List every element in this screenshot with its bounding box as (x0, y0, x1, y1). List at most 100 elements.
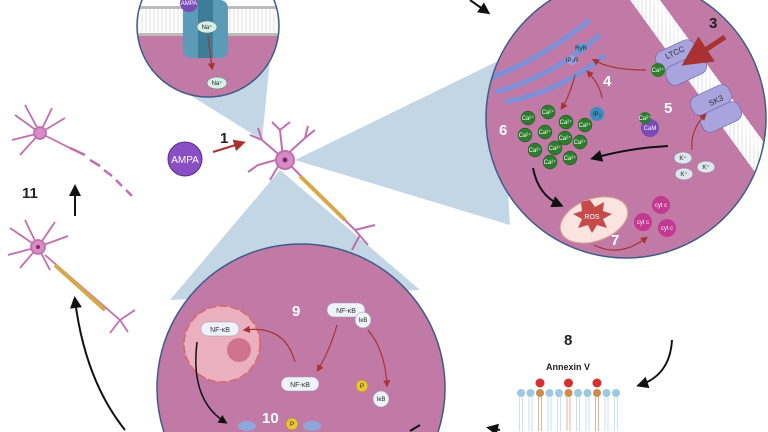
calcium-ion (517, 127, 533, 143)
calcium-ion (562, 150, 578, 166)
phospholipid-head (593, 389, 601, 397)
potassium-ions: K⁺ K⁺ K⁺ (673, 151, 716, 181)
calcium-label: Ca²⁺ (559, 135, 572, 142)
ampa-receptor-zoom: AMPA Na⁺ Na⁺ (137, 0, 279, 97)
ltcc-channel: LTCC Ca²⁺ (651, 34, 727, 86)
annexin-v-marker (592, 378, 602, 388)
calcium-label: Ca²⁺ (529, 147, 542, 154)
calcium-ion (542, 154, 558, 170)
step-3: 3 (709, 15, 717, 32)
cam-label: CaM (644, 126, 657, 132)
step-4: 4 (603, 73, 612, 90)
phospholipid-tail (528, 397, 533, 431)
phospholipid-head (574, 389, 582, 397)
phospholipid-tail (585, 397, 590, 431)
phospholipid-tail (538, 397, 542, 431)
phospholipid-head (612, 389, 620, 397)
k-label: K⁺ (702, 164, 709, 171)
cell-membrane-annexin (517, 378, 620, 431)
k-label: K⁺ (679, 155, 686, 162)
phosphate-label-2: P (290, 422, 294, 428)
ampa-ligand (167, 141, 203, 177)
nfkb-free-label: NF-κB (290, 382, 310, 389)
calcium-label: Ca²⁺ (549, 145, 562, 152)
ampa-label: AMPA (171, 155, 199, 166)
mitochondrion: ROS (559, 196, 629, 244)
phospholipid-tail (566, 397, 571, 431)
cytc-label: cyt c (661, 226, 673, 232)
ryr-label: RyR (575, 46, 587, 52)
phospholipid-tail (576, 397, 580, 431)
ip3-label: IP₃ (593, 112, 602, 118)
annexin-v-marker (535, 378, 545, 388)
neuron-degenerated (11, 104, 133, 197)
phospholipid-head (517, 389, 525, 397)
step-6: 6 (499, 122, 507, 139)
phospholipid-head (555, 389, 563, 397)
zoom-cone-right (295, 60, 510, 225)
phospholipid-head (526, 389, 535, 397)
step-11: 11 (22, 185, 38, 202)
k-label: K⁺ (680, 171, 687, 178)
calcium-ion (577, 117, 593, 133)
na-label-1: Na⁺ (202, 24, 213, 31)
calcium-ion (537, 124, 553, 140)
phospholipid-head (545, 389, 554, 397)
receptor-left (238, 421, 256, 431)
calcium-cluster: Ca²⁺Ca²⁺Ca²⁺Ca²⁺Ca²⁺Ca²⁺Ca²⁺Ca²⁺Ca²⁺Ca²⁺… (517, 104, 593, 170)
calcium-ion (527, 142, 543, 158)
calcium-ion (557, 130, 573, 146)
calcium-label: Ca²⁺ (579, 122, 592, 129)
ikb-free-label: IκB (377, 397, 386, 403)
ros-label: ROS (584, 214, 600, 221)
phospholipid-tail (604, 397, 609, 431)
calcium-label: Ca²⁺ (564, 155, 577, 162)
nfkb-complex-label: NF-κB (336, 308, 356, 315)
calcium-label: Ca²⁺ (539, 129, 552, 136)
receptor-right (303, 421, 321, 431)
neuron-center (247, 121, 376, 251)
calcium-label: Ca²⁺ (542, 109, 555, 116)
calcium-ion (520, 110, 536, 126)
phospholipid-tail (595, 397, 599, 431)
ip3r-label: IP₃R (566, 58, 579, 64)
step-5: 5 (664, 100, 672, 117)
annexin-v-marker (564, 378, 573, 388)
phosphate-label: P (360, 384, 364, 390)
ltcc-ca-label: Ca²⁺ (652, 67, 665, 74)
cytc-label: cyt c (655, 203, 667, 209)
na-label-2: Na⁺ (212, 80, 223, 87)
sk3-channel: SK3 (690, 84, 742, 133)
ltcc-pathway-zoom: RyR IP₃R LTCC Ca²⁺ IP₃ SK3 CaM Ca²⁺ (486, 0, 766, 258)
step-10: 10 (262, 410, 279, 427)
cytochrome-c: cyt c cyt c cyt c (634, 196, 676, 237)
phospholipid-head (583, 389, 592, 397)
cytc-label: cyt c (637, 220, 649, 226)
ikb-complex-label: IκB (359, 318, 368, 324)
nfkb-nucleus-label: NF-κB (210, 327, 230, 334)
cam-ca-label: Ca²⁺ (639, 115, 652, 122)
ampa-ligand-small (180, 0, 198, 12)
phospholipid-tail (519, 397, 523, 431)
calcium-ion (572, 134, 588, 150)
calcium-label: Ca²⁺ (519, 132, 532, 139)
step-9: 9 (292, 303, 300, 320)
phospholipid-tail (547, 397, 552, 431)
nfkb-pathway-zoom: NF-κB NF-κB IκB NF-κB P IκB P (156, 243, 445, 432)
calcium-ion (547, 140, 563, 156)
step-1: 1 (220, 130, 228, 147)
calcium-label: Ca²⁺ (544, 159, 557, 166)
phospholipid-head (536, 389, 544, 397)
ampa-small-label: AMPA (181, 1, 198, 7)
ip3-molecule (590, 107, 604, 121)
calcium-ion (558, 114, 574, 130)
step-8: 8 (564, 332, 572, 349)
phospholipid-tail (557, 397, 561, 431)
calcium-label: Ca²⁺ (560, 119, 573, 126)
annexin-label: Annexin V (546, 362, 590, 372)
phospholipid-tail (614, 397, 618, 431)
phospholipid-head (564, 389, 573, 397)
calcium-ion (540, 104, 556, 120)
step-7: 7 (611, 232, 619, 249)
